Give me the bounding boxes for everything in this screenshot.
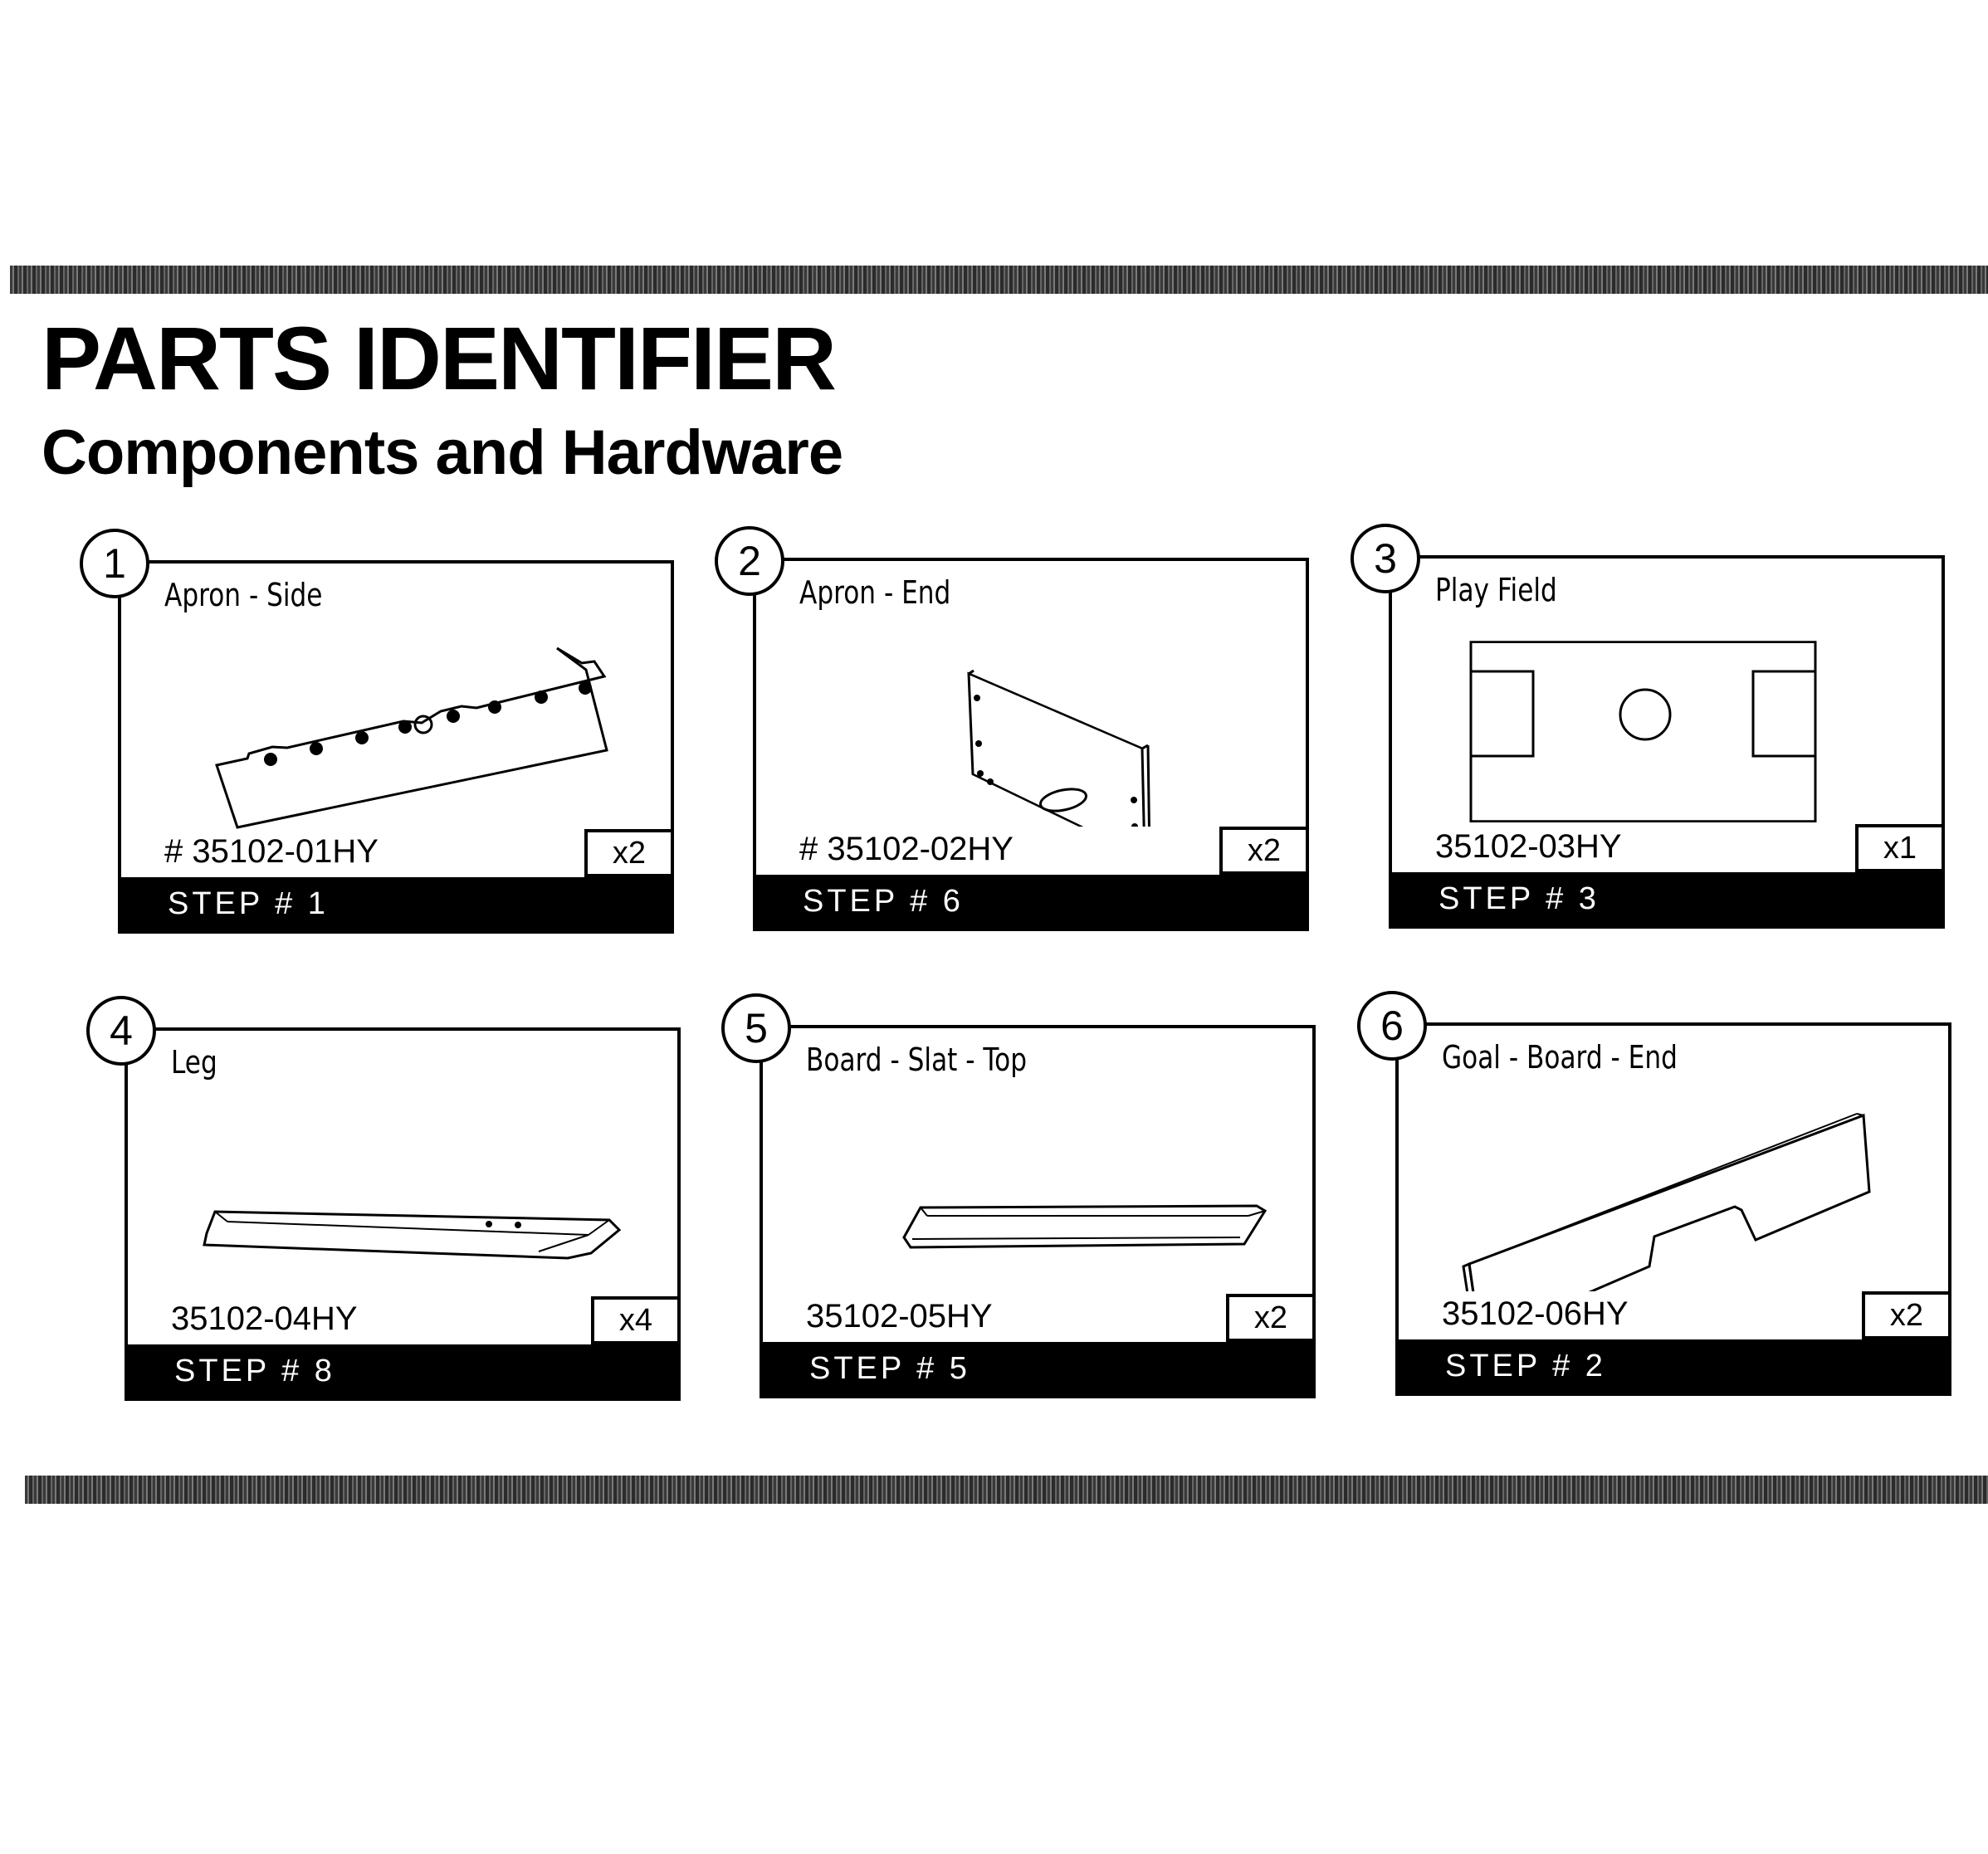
part-code: # 35102-01HY [164, 833, 379, 870]
board-slat-top-illustration [902, 1204, 1268, 1249]
quantity-box: x4 [591, 1296, 677, 1344]
part-number-badge: 5 [721, 993, 791, 1063]
part-name: Apron - Side [164, 577, 323, 613]
step-reference: STEP # 2 [1399, 1339, 1948, 1393]
page-title: PARTS IDENTIFIER [42, 308, 837, 408]
top-divider-band [10, 266, 1988, 294]
apron-side-illustration [215, 646, 608, 829]
step-reference: STEP # 3 [1392, 872, 1942, 925]
part-card-apron-side: 1 Apron - Side # 35102-01HY x2 STEP # 1 [80, 529, 674, 934]
quantity-box: x2 [1226, 1294, 1312, 1342]
part-code: # 35102-02HY [799, 831, 1014, 867]
part-card-goal-board-end: 6 Goal - Board - End 35102-06HY x2 STEP … [1357, 991, 1951, 1396]
step-reference: STEP # 1 [121, 877, 671, 930]
page-subtitle: Components and Hardware [42, 417, 843, 488]
part-number-badge: 2 [715, 526, 784, 596]
part-code: 35102-05HY [806, 1298, 993, 1334]
part-card-apron-end: 2 Apron - End # 35102-02HY x2 STEP # 6 [715, 526, 1309, 931]
part-number-badge: 6 [1357, 991, 1427, 1061]
part-number-badge: 3 [1351, 524, 1420, 593]
part-card-leg: 4 Leg 35102-04HY x4 STEP # 8 [86, 996, 681, 1401]
part-name: Apron - End [799, 574, 951, 611]
quantity-box: x1 [1855, 824, 1942, 872]
part-name: Board - Slat - Top [806, 1042, 1028, 1078]
part-code: 35102-03HY [1435, 828, 1622, 865]
part-name: Play Field [1435, 572, 1557, 608]
part-card-play-field: 3 Play Field 35102-03HY x1 STEP # 3 [1351, 524, 1945, 929]
quantity-box: x2 [1862, 1291, 1948, 1339]
part-name: Leg [171, 1044, 217, 1081]
part-code: 35102-04HY [171, 1300, 358, 1337]
part-number-badge: 4 [86, 996, 156, 1066]
step-reference: STEP # 6 [756, 875, 1306, 928]
bottom-divider-band [25, 1476, 1988, 1504]
goal-board-end-illustration [1462, 1113, 1871, 1291]
quantity-box: x2 [584, 829, 671, 877]
leg-illustration [203, 1210, 622, 1260]
step-reference: STEP # 5 [763, 1342, 1312, 1395]
play-field-illustration [1469, 641, 1817, 822]
part-number-badge: 1 [80, 529, 149, 598]
apron-end-illustration [967, 669, 1150, 827]
step-reference: STEP # 8 [128, 1344, 677, 1398]
part-name: Goal - Board - End [1442, 1039, 1678, 1076]
part-code: 35102-06HY [1442, 1295, 1629, 1332]
quantity-box: x2 [1219, 827, 1306, 875]
part-card-board-slat-top: 5 Board - Slat - Top 35102-05HY x2 STEP … [721, 993, 1316, 1398]
